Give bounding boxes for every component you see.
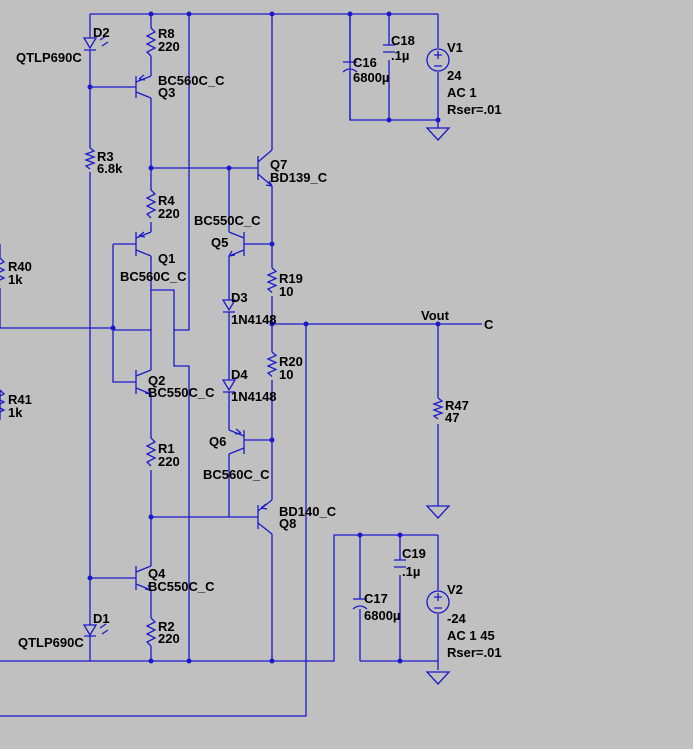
v2-ref-label: V2 (447, 582, 463, 597)
c18-ref-label: C18 (391, 33, 415, 48)
capacitor-c18[interactable] (383, 44, 395, 53)
resistor-r20[interactable] (266, 351, 278, 377)
ground-icon (425, 505, 451, 519)
r41-value-label: 1k (8, 405, 23, 420)
ground-icon (425, 127, 451, 141)
r1-ref-label: R1 (158, 441, 175, 456)
c16-ref-label: C16 (353, 55, 377, 70)
q5-model-label: BC550C_C (194, 213, 261, 228)
q6-ref-label: Q6 (209, 434, 226, 449)
transistor-q6[interactable] (228, 428, 245, 455)
r20-value-label: 10 (279, 367, 293, 382)
transistor-q1[interactable] (135, 231, 152, 257)
transistor-q4[interactable] (135, 565, 152, 591)
r2-value-label: 220 (158, 631, 180, 646)
q7-model-label: BD139_C (270, 170, 328, 185)
r19-value-label: 10 (279, 284, 293, 299)
r3-ref-label: R3 (97, 149, 114, 164)
q3-ref-label: Q3 (158, 85, 175, 100)
q3-model-label: BC560C_C (158, 73, 225, 88)
q1-model-label: BC560C_C (120, 269, 187, 284)
d2-ref-label: D2 (93, 25, 110, 40)
resistor-r2[interactable] (145, 617, 157, 647)
r40-value-label: 1k (8, 272, 23, 287)
vout-net-label: Vout (421, 308, 450, 323)
wires (0, 13, 482, 717)
resistor-r4[interactable] (145, 189, 157, 219)
v1-ref-label: V1 (447, 40, 463, 55)
v2-value-label: -24 (447, 611, 467, 626)
v1-ac-label: AC 1 (447, 85, 477, 100)
diode-d3[interactable] (221, 299, 237, 313)
v1-value-label: 24 (447, 68, 462, 83)
q7-ref-label: Q7 (270, 157, 287, 172)
c-net-label: C (484, 317, 494, 332)
labels: D2 QTLP690C R8 220 BC560C_C Q3 R3 6.8k R… (8, 25, 502, 660)
c19-ref-label: C19 (402, 546, 426, 561)
transistor-q8[interactable] (257, 499, 273, 535)
transistor-q7[interactable] (257, 149, 273, 187)
c18-value-label: .1µ (391, 48, 409, 63)
r8-value-label: 220 (158, 39, 180, 54)
q5-ref-label: Q5 (211, 235, 228, 250)
r20-ref-label: R20 (279, 354, 303, 369)
v2-rser-label: Rser=.01 (447, 645, 502, 660)
d4-model-label: 1N4148 (231, 389, 277, 404)
c17-ref-label: C17 (364, 591, 388, 606)
resistor-r8[interactable] (145, 27, 157, 57)
r4-ref-label: R4 (158, 193, 175, 208)
r40-ref-label: R40 (8, 259, 32, 274)
ground-icon (425, 671, 451, 685)
r47-ref-label: R47 (445, 398, 469, 413)
resistor-r47[interactable] (432, 397, 444, 420)
resistor-r3[interactable] (84, 147, 96, 170)
c16-value-label: 6800µ (353, 70, 389, 85)
r47-value-label: 47 (445, 410, 459, 425)
q6-model-label: BC560C_C (203, 467, 270, 482)
r2-ref-label: R2 (158, 619, 175, 634)
resistor-r41[interactable] (0, 389, 6, 418)
led-d1[interactable] (82, 623, 109, 637)
resistor-r1[interactable] (145, 437, 157, 467)
r19-ref-label: R19 (279, 271, 303, 286)
capacitor-c19[interactable] (394, 559, 406, 568)
capacitor-c16[interactable] (342, 61, 358, 73)
junctions (87, 11, 441, 664)
q2-ref-label: Q2 (148, 373, 165, 388)
c17-value-label: 6800µ (364, 608, 400, 623)
q1-ref-label: Q1 (158, 251, 175, 266)
d3-ref-label: D3 (231, 290, 248, 305)
q4-ref-label: Q4 (148, 566, 166, 581)
voltage-source-v2[interactable] (426, 590, 450, 614)
q2-model-label: BC550C_C (148, 385, 215, 400)
capacitor-c17[interactable] (352, 598, 368, 610)
diode-d4[interactable] (221, 379, 237, 393)
transistor-q3[interactable] (135, 74, 152, 99)
q4-model-label: BC550C_C (148, 579, 215, 594)
v2-ac-label: AC 1 45 (447, 628, 495, 643)
r41-ref-label: R41 (8, 392, 32, 407)
transistor-q5[interactable] (228, 231, 245, 257)
led-d2[interactable] (82, 35, 109, 51)
d2-model-label: QTLP690C (16, 50, 82, 65)
d4-ref-label: D4 (231, 367, 248, 382)
r4-value-label: 220 (158, 206, 180, 221)
r3-value-label: 6.8k (97, 161, 123, 176)
v1-rser-label: Rser=.01 (447, 102, 502, 117)
resistor-r40[interactable] (0, 257, 6, 286)
d1-ref-label: D1 (93, 611, 110, 626)
transistor-q2[interactable] (135, 369, 152, 395)
q8-ref-label: Q8 (279, 516, 296, 531)
r1-value-label: 220 (158, 454, 180, 469)
d3-model-label: 1N4148 (231, 312, 277, 327)
resistor-r19[interactable] (266, 267, 278, 293)
r8-ref-label: R8 (158, 26, 175, 41)
c19-value-label: .1µ (402, 564, 420, 579)
d1-model-label: QTLP690C (18, 635, 84, 650)
q8-model-label: BD140_C (279, 504, 337, 519)
voltage-source-v1[interactable] (426, 48, 450, 72)
